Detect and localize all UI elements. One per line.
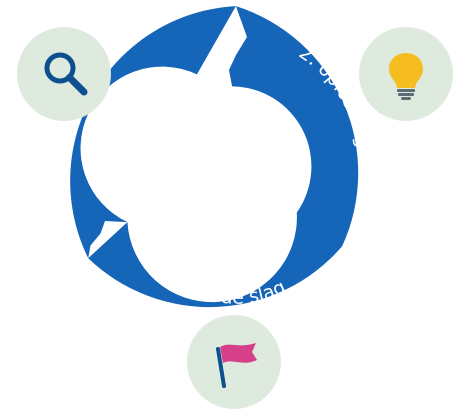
ring-segment-inzicht (70, 6, 236, 259)
search-icon (44, 52, 88, 96)
flag-icon (216, 343, 257, 388)
ring-segment-aan-de-slag (88, 203, 343, 308)
ring-segment-oplossing (229, 6, 359, 247)
badge-aan-de-slag (187, 315, 281, 409)
lightbulb-icon (389, 53, 423, 100)
badge-oplossing (359, 27, 453, 121)
badge-inzicht (17, 27, 111, 121)
